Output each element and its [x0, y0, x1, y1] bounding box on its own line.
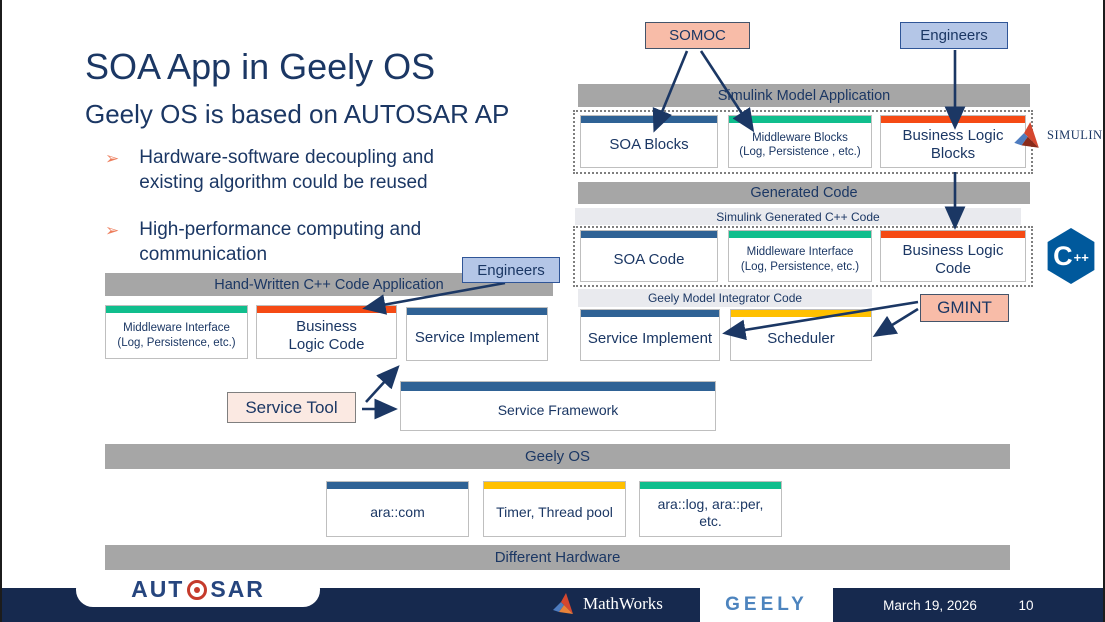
box-service-implement-left: Service Implement [406, 307, 548, 361]
box-business-logic-code-left: Business Logic Code [256, 305, 397, 359]
cpp-logo-c: C [1053, 240, 1073, 271]
mathworks-logo: MathWorks [553, 593, 663, 615]
callout-engineers-top: Engineers [900, 22, 1008, 49]
footer-page-number: 10 [1018, 597, 1034, 613]
accent-bar [581, 231, 717, 238]
bullet-item: ➢ Hardware-software decoupling and exist… [105, 146, 505, 195]
autosar-text-right: SAR [210, 576, 265, 602]
box-label-subline: (Log, Persistence, etc.) [117, 336, 236, 349]
page-title: SOA App in Geely OS [85, 46, 436, 87]
geely-logo-box: GEELY [700, 588, 833, 622]
box-middleware-interface: Middleware Interface (Log, Persistence, … [728, 230, 872, 282]
bullet-item: ➢ High-performance computing and communi… [105, 218, 505, 267]
arrow-gmint-to-scheduler [872, 307, 919, 338]
accent-bar [106, 306, 247, 313]
footer-date: March 19, 2026 [883, 597, 977, 613]
accent-bar [484, 482, 625, 489]
callout-somoc: SOMOC [645, 22, 750, 49]
bar-geely-model-integrator: Geely Model Integrator Code [578, 289, 872, 307]
box-ara-com: ara::com [326, 481, 469, 537]
accent-bar [401, 382, 715, 391]
box-soa-blocks: SOA Blocks [580, 115, 718, 168]
box-scheduler-label: Scheduler [767, 329, 835, 347]
bullet-text: Hardware-software decoupling and existin… [139, 147, 434, 193]
box-business-logic-code: Business Logic Code [880, 230, 1026, 282]
bar-simulink-model-application: Simulink Model Application [578, 84, 1030, 107]
box-label-subline: (Log, Persistence, etc.) [740, 260, 860, 273]
box-label-subline: (Log, Persistence , etc.) [739, 146, 861, 158]
accent-bar [257, 306, 396, 313]
accent-bar [581, 116, 717, 123]
geely-wordmark: GEELY [725, 594, 808, 615]
box-ara-log-per-label: ara::log, ara::per, etc. [657, 495, 764, 529]
callout-somoc-label: SOMOC [669, 27, 726, 44]
bar-simulink-generated-code: Simulink Generated C++ Code [575, 208, 1021, 225]
box-business-logic-blocks-label: Business Logic Blocks [902, 127, 1004, 162]
box-service-framework-label: Service Framework [497, 402, 619, 419]
autosar-text-left: AUT [131, 576, 185, 602]
callout-gmint-label: GMINT [937, 298, 992, 317]
simulink-logo: SIMULINK [1014, 122, 1105, 149]
bullet-arrow-icon: ➢ [105, 221, 120, 240]
autosar-logo: AUT SAR [76, 572, 320, 607]
box-service-implement-left-label: Service Implement [414, 328, 540, 346]
box-label-line: Middleware Blocks [752, 131, 848, 144]
box-middleware-interface-left-label: Middleware Interface (Log, Persistence, … [106, 313, 247, 358]
box-label-line: Middleware Interface [123, 322, 230, 335]
box-service-framework: Service Framework [400, 381, 716, 431]
matlab-membrane-icon [1014, 122, 1039, 148]
cpp-logo: C ++ [1047, 228, 1095, 284]
box-business-logic-code-left-label: Business Logic Code [288, 317, 365, 353]
accent-bar [327, 482, 468, 489]
box-soa-blocks-label: SOA Blocks [609, 136, 689, 153]
callout-engineers-top-label: Engineers [920, 27, 988, 44]
box-business-logic-blocks: Business Logic Blocks [880, 115, 1026, 168]
box-soa-code-label: SOA Code [613, 250, 685, 268]
cpp-logo-plus: ++ [1073, 249, 1089, 265]
callout-engineers-left-label: Engineers [477, 261, 545, 279]
box-ara-com-label: ara::com [370, 504, 425, 521]
box-service-implement-right-label: Service Implement [587, 329, 713, 347]
simulink-wordmark: SIMULINK [1047, 128, 1105, 142]
bar-generated-code: Generated Code [578, 182, 1030, 204]
box-business-logic-code-label: Business Logic Code [902, 241, 1004, 277]
box-ara-log-per: ara::log, ara::per, etc. [639, 481, 782, 537]
slide-subtitle: Geely OS is based on AUTOSAR AP [85, 99, 510, 129]
bar-different-hardware: Different Hardware [105, 545, 1010, 570]
box-label-line: Middleware Interface [746, 246, 854, 259]
accent-bar [881, 116, 1025, 123]
accent-bar [407, 308, 547, 315]
autosar-o-icon [187, 579, 208, 600]
box-middleware-interface-left: Middleware Interface (Log, Persistence, … [105, 305, 248, 359]
bullet-text: High-performance computing and communica… [139, 219, 422, 265]
box-scheduler: Scheduler [730, 309, 872, 361]
box-timer-thread-pool-label: Timer, Thread pool [496, 504, 613, 521]
right-edge-line [1103, 0, 1105, 622]
box-timer-thread-pool: Timer, Thread pool [483, 481, 626, 537]
accent-bar [731, 310, 871, 317]
left-edge-line [0, 0, 2, 622]
callout-service-tool: Service Tool [227, 392, 356, 423]
mathworks-wordmark: MathWorks [583, 594, 663, 613]
accent-bar [581, 310, 719, 317]
accent-bar [640, 482, 781, 489]
callout-service-tool-label: Service Tool [245, 397, 338, 417]
box-service-implement-right: Service Implement [580, 309, 720, 361]
box-soa-code: SOA Code [580, 230, 718, 282]
arrow-service-tool-to-service-implement [365, 365, 400, 403]
accent-bar [881, 231, 1025, 238]
accent-bar [729, 231, 871, 238]
box-middleware-blocks: Middleware Blocks (Log, Persistence , et… [728, 115, 872, 168]
mathworks-membrane-icon [553, 593, 573, 614]
autosar-wordmark: AUT SAR [131, 576, 265, 603]
bullet-arrow-icon: ➢ [105, 149, 120, 168]
box-middleware-interface-label: Middleware Interface (Log, Persistence, … [729, 238, 871, 281]
callout-engineers-left: Engineers [462, 257, 560, 283]
box-middleware-blocks-label: Middleware Blocks (Log, Persistence , et… [729, 123, 871, 167]
bar-geely-os: Geely OS [105, 444, 1010, 469]
accent-bar [729, 116, 871, 123]
callout-gmint: GMINT [920, 294, 1009, 322]
dotted-group-generated-code [573, 226, 1033, 287]
